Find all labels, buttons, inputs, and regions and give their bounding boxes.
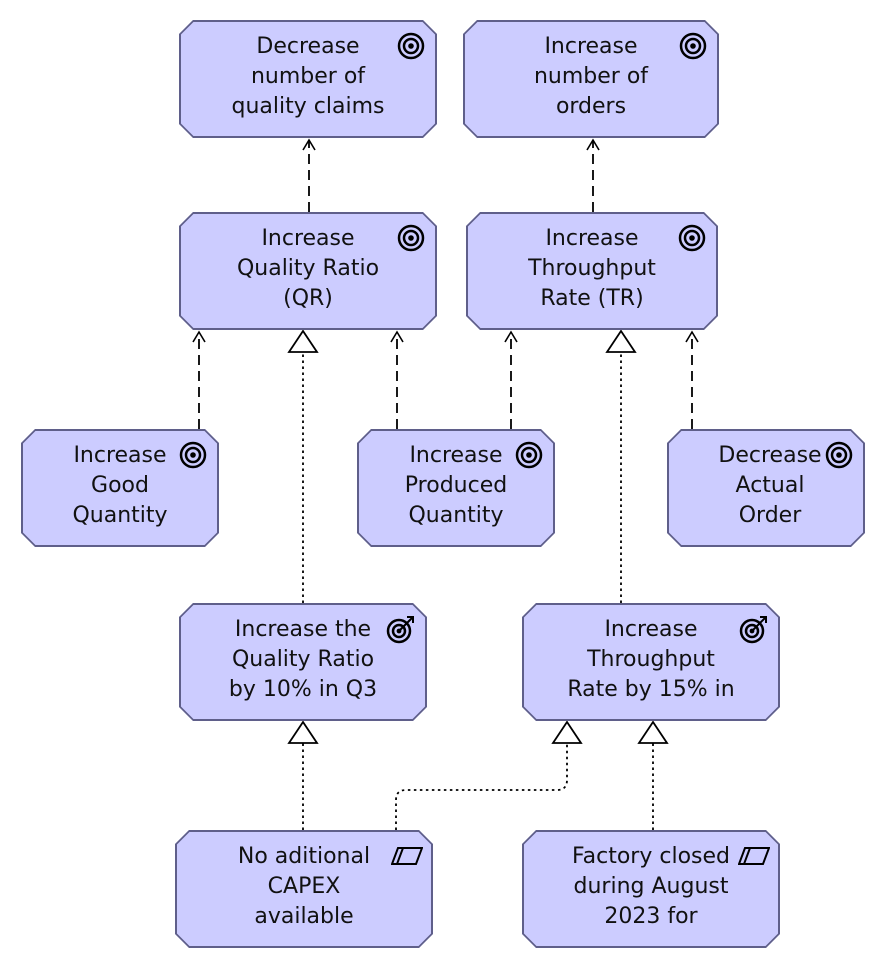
goal-icon <box>513 439 545 471</box>
node-label: Increase Good Quantity (GQ) <box>72 443 168 528</box>
goal-icon <box>395 30 427 62</box>
outcome-icon <box>385 613 417 645</box>
constraint-icon <box>391 840 423 872</box>
goal-increase-quality-ratio[interactable]: Increase Quality Ratio (QR) <box>179 212 437 330</box>
influence-link-gq-to-qr[interactable] <box>192 330 206 429</box>
influence-link-tr-to-orders-delivered[interactable] <box>586 138 600 212</box>
influence-link-pq-to-tr[interactable] <box>504 330 518 429</box>
constraint-no-additional-capex[interactable]: No aditional CAPEX available <box>175 830 433 948</box>
influence-link-pq-to-qr[interactable] <box>390 330 404 429</box>
node-label: Factory closed during August 2023 for va… <box>572 844 730 929</box>
realization-link-tr15-to-tr[interactable] <box>605 329 637 603</box>
goal-decrease-order-execution[interactable]: Decrease Actual Order Execution <box>667 429 865 547</box>
goal-increase-good-quantity[interactable]: Increase Good Quantity (GQ) <box>21 429 219 547</box>
node-label: Increase the Quality Ratio by 10% in Q3 <box>228 617 378 702</box>
goal-icon <box>676 222 708 254</box>
goal-icon <box>823 439 855 471</box>
goal-decrease-quality-claims[interactable]: Decrease number of quality claims <box>179 20 437 138</box>
realization-link-capex-to-tr15[interactable] <box>395 720 583 830</box>
node-label: Increase number of orders delivered <box>533 34 649 119</box>
goal-icon <box>177 439 209 471</box>
goal-increase-throughput-rate[interactable]: Increase Throughput Rate (TR) <box>466 212 718 330</box>
node-label: Increase Throughput Rate by 15% in Q3 20… <box>567 617 735 702</box>
node-label: Increase Produced Quantity (PQ) <box>404 443 508 528</box>
influence-link-order-execution-to-tr[interactable] <box>685 330 699 429</box>
realization-link-qr10-to-qr[interactable] <box>287 329 319 603</box>
outcome-increase-qr-by-10[interactable]: Increase the Quality Ratio by 10% in Q3 <box>179 603 427 721</box>
node-label: Increase Quality Ratio (QR) <box>236 226 380 311</box>
constraint-icon <box>738 840 770 872</box>
influence-link-qr-to-quality-claims[interactable] <box>302 138 316 212</box>
node-label: No aditional CAPEX available <box>237 844 371 929</box>
node-label: Decrease Actual Order Execution <box>718 443 822 528</box>
goal-icon <box>677 30 709 62</box>
outcome-icon <box>738 613 770 645</box>
realization-link-factory-to-tr15[interactable] <box>637 720 669 830</box>
outcome-increase-tr-by-15[interactable]: Increase Throughput Rate by 15% in Q3 20… <box>522 603 780 721</box>
constraint-factory-closed[interactable]: Factory closed during August 2023 for va… <box>522 830 780 948</box>
node-label: Increase Throughput Rate (TR) <box>528 226 656 311</box>
goal-increase-orders-delivered[interactable]: Increase number of orders delivered <box>463 20 719 138</box>
node-label: Decrease number of quality claims <box>231 34 385 119</box>
goal-icon <box>395 222 427 254</box>
goal-increase-produced-quantity[interactable]: Increase Produced Quantity (PQ) <box>357 429 555 547</box>
realization-link-capex-to-qr10[interactable] <box>287 720 319 830</box>
